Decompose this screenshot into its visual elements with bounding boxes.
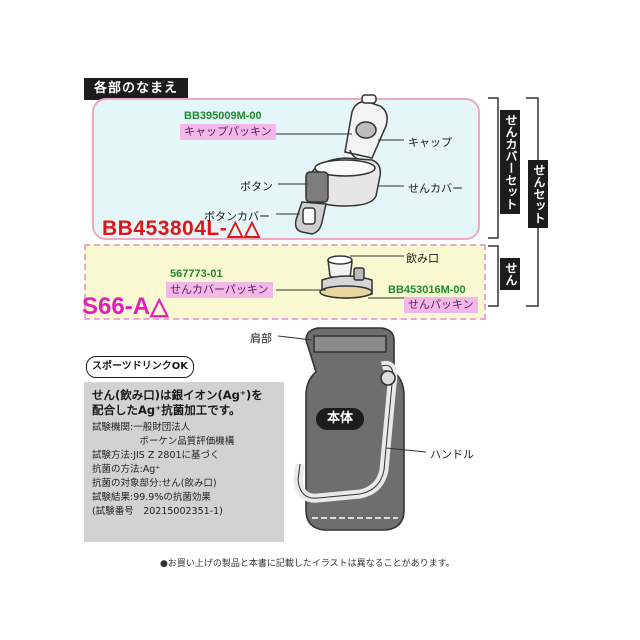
sen-illustration [319,255,373,299]
bracket-label-sen: せん [500,258,520,290]
bracket-sen-cover-set [488,97,499,239]
sen-cover-set-box [92,98,480,240]
body-label: 本体 [316,408,364,430]
button-cover-label: ボタンカバー [204,210,270,223]
info-line: 試験機関:一般財団法人 [92,422,191,433]
sen-set-code: S66-A△ [82,293,169,320]
sen-cover-illustration [305,157,382,207]
leader-handle [385,447,427,453]
info-line: 抗菌の方法:Ag⁺ [92,464,161,475]
cap-label: キャップ [408,136,452,149]
bracket-label-sen-cover-set: せんカバーセット [500,110,520,214]
sen-packing-code: BB453016M-00 [388,284,466,296]
info-line: 抗菌の対象部分:せん(飲み口) [92,478,217,489]
button-cover-illustration [294,201,327,235]
sport-drink-badge: スポーツドリンクOK [86,356,194,378]
sen-cover-label: せんカバー [408,182,463,195]
info-line: 試験結果:99.9%の抗菌効果 [92,492,211,503]
info-headline-1: せん(飲み口)は銀イオン(Ag⁺)を [92,388,263,402]
cap-packing-label: キャップパッキン [180,124,276,140]
handle-label: ハンドル [430,448,474,461]
mouth-label: 飲み口 [406,252,439,265]
info-line: ボーケン品質評価機構 [92,436,235,447]
shoulder-label: 肩部 [250,332,272,345]
info-headline-2: 配合したAg⁺抗菌加工です。 [92,403,241,417]
info-line: (試験番号 20215002351-1) [92,506,223,517]
cover-packing-code: 567773-01 [170,268,223,280]
info-line: 試験方法:JIS Z 2801に基づく [92,450,220,461]
bracket-sen [488,245,499,307]
footnote: ●お買い上げの製品と本書に記載したイラストは異なることがあります。 [160,559,455,569]
section-title: 各部のなまえ [84,78,188,100]
cap-packing-code: BB395009M-00 [184,110,262,122]
leader-shoulder [277,335,313,341]
cover-set-code: BB453804L-△△ [102,217,261,240]
sen-packing-label: せんパッキン [404,297,478,313]
button-label: ボタン [240,180,273,193]
cap-illustration [344,94,388,161]
antibacterial-info-box: せん(飲み口)は銀イオン(Ag⁺)を 配合したAg⁺抗菌加工です。 試験機関:一… [84,382,284,542]
cover-packing-label: せんカバーパッキン [166,282,273,298]
bracket-label-sen-set: せんセット [528,160,548,228]
